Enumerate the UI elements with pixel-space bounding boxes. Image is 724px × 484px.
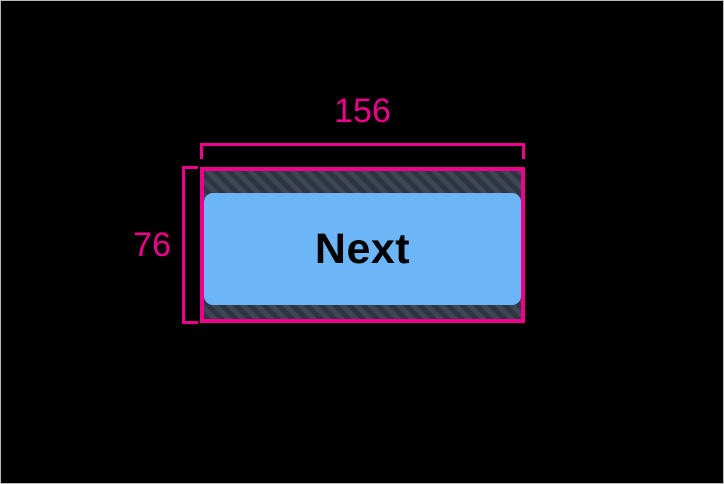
width-dimension-label: 156 [334, 92, 391, 130]
next-button[interactable]: Next [204, 193, 521, 305]
height-dimension-label: 76 [133, 226, 171, 264]
height-dimension-bracket [182, 166, 198, 324]
width-dimension-bracket [200, 143, 525, 159]
next-button-label: Next [314, 224, 411, 273]
measured-element-outline[interactable]: Next [200, 167, 525, 323]
